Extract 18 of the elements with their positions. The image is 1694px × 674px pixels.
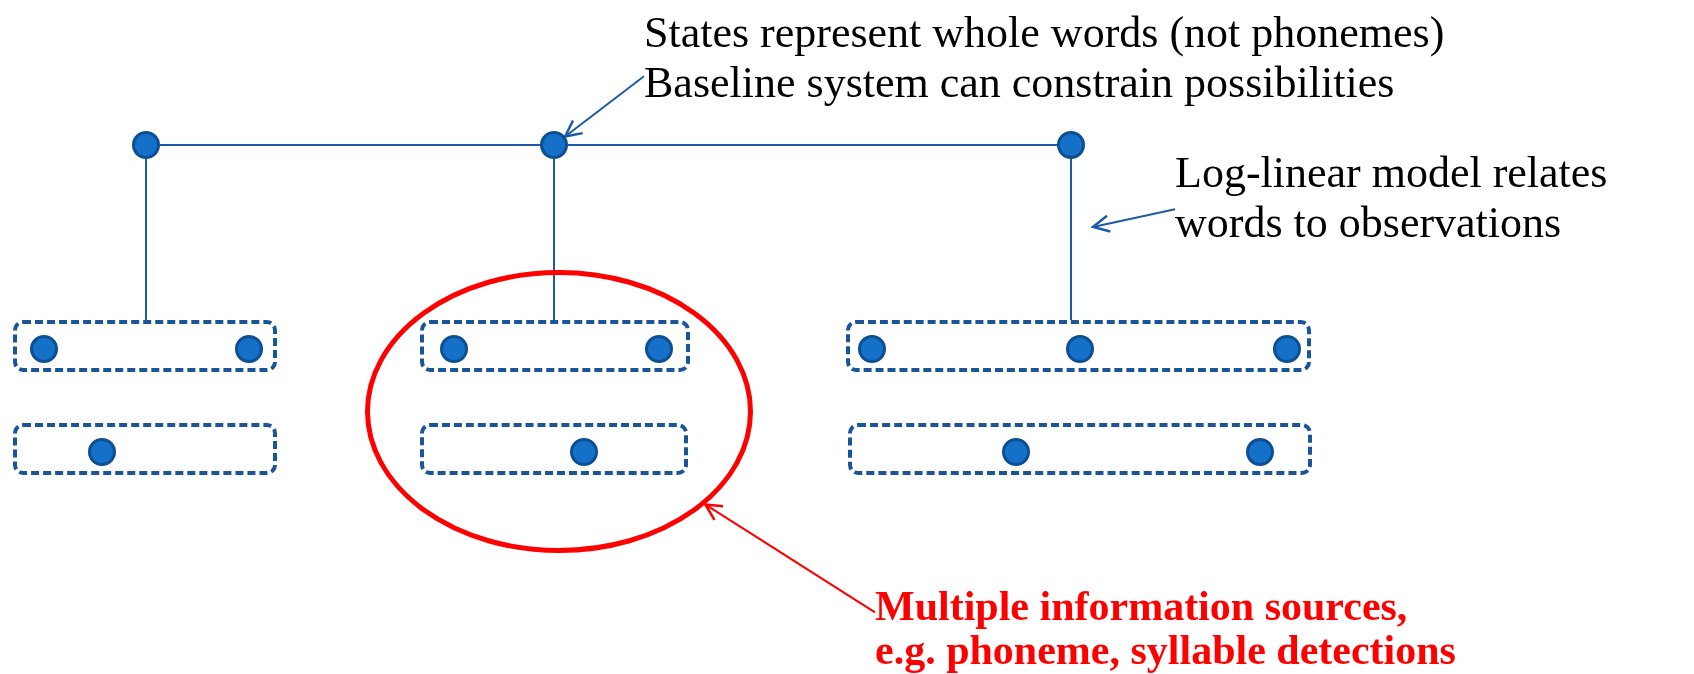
callout-text: Baseline system can constrain possibilities bbox=[644, 58, 1396, 108]
connector-line bbox=[145, 158, 147, 321]
highlight-ellipse bbox=[365, 270, 753, 553]
dashed-group-box bbox=[13, 423, 277, 475]
dashed-group-box bbox=[13, 320, 277, 372]
arrow bbox=[704, 503, 876, 614]
arrow bbox=[1091, 208, 1176, 233]
dashed-group-box bbox=[420, 423, 688, 475]
connector-line bbox=[567, 144, 1058, 146]
connector-line bbox=[1070, 158, 1072, 321]
dashed-group-box bbox=[848, 423, 1312, 475]
callout-text: Log-linear model relates words to observations bbox=[1175, 148, 1685, 248]
dashed-group-box bbox=[846, 320, 1311, 372]
dashed-group-box bbox=[420, 320, 690, 372]
callout-text: States represent whole words (not phonemes) bbox=[644, 8, 1445, 58]
annotation-text: Multiple information sources, e.g. phoneme, syllable detections bbox=[875, 584, 1605, 672]
connector-line bbox=[159, 144, 541, 146]
connector-line bbox=[553, 158, 555, 321]
